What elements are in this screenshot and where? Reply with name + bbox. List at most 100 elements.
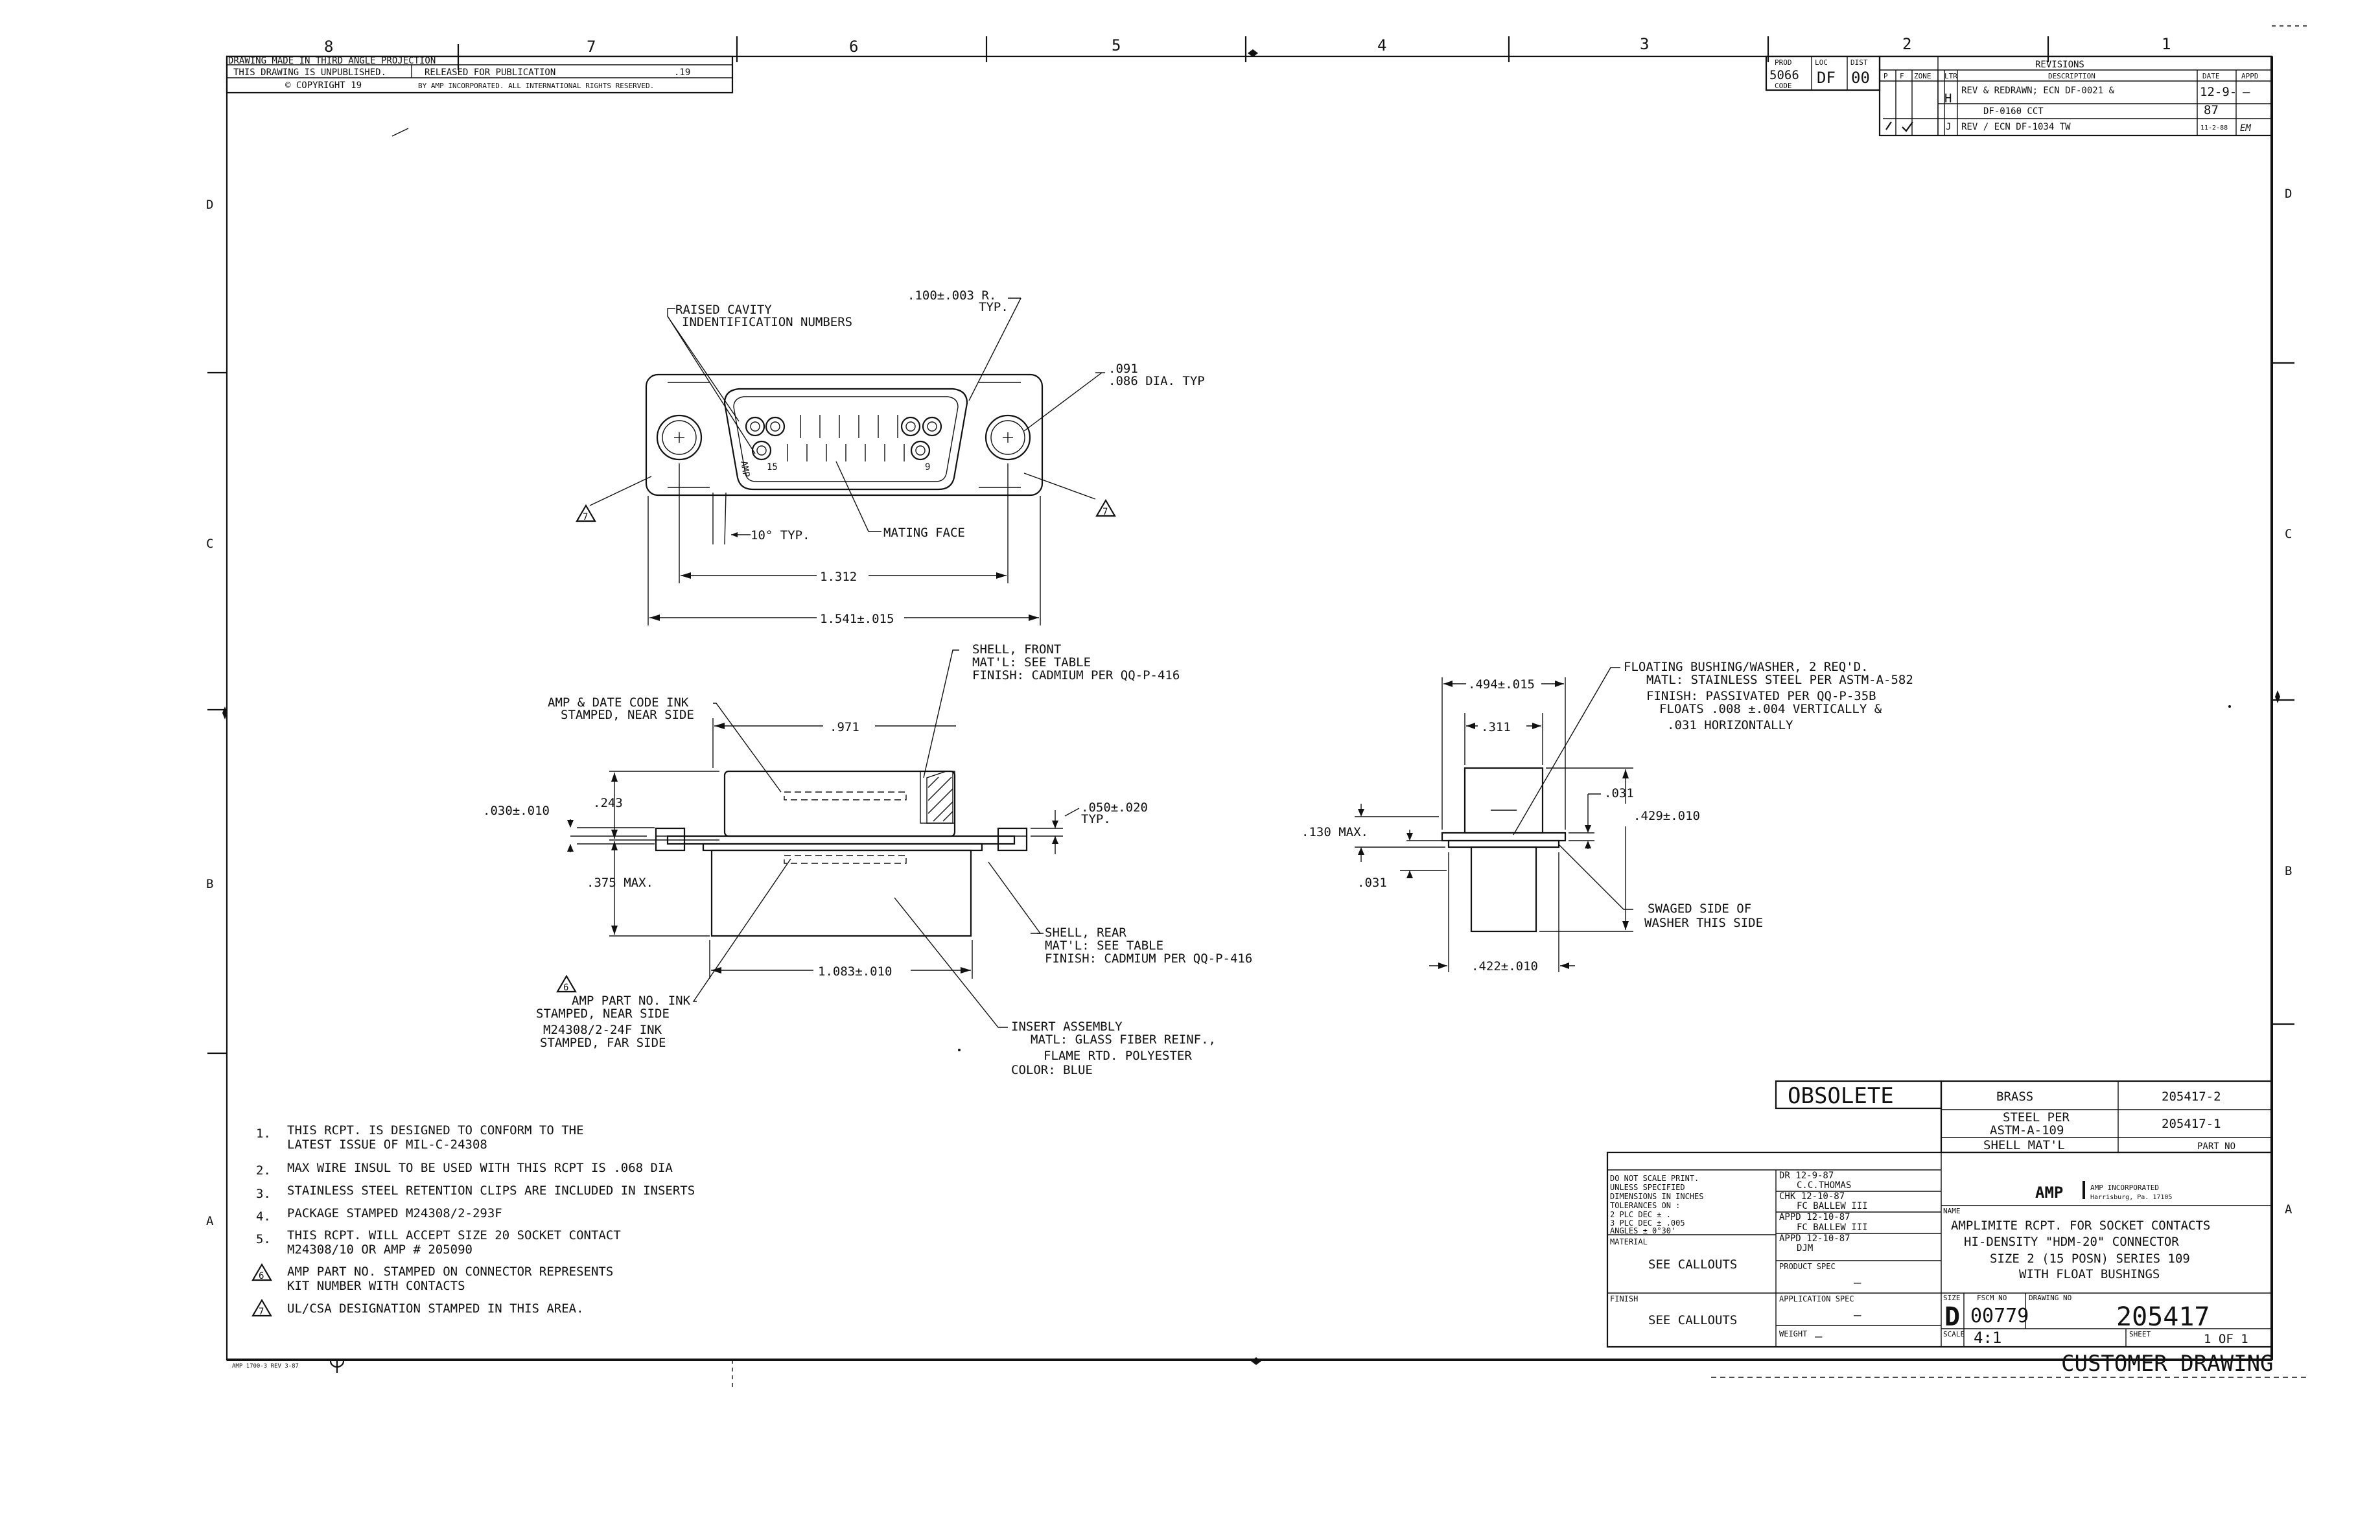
notes-list: 1. THIS RCPT. IS DESIGNED TO CONFORM TO … (251, 1123, 695, 1317)
finish-see-callouts: SEE CALLOUTS (1648, 1313, 1737, 1327)
rev-j-appd: EM (2240, 123, 2251, 134)
approved1-date: APPD 12-10-87 (1779, 1212, 1850, 1222)
dim-030: .030±.010 (483, 804, 550, 818)
insert-callout-2: MATL: GLASS FIBER REINF., (1031, 1032, 1216, 1047)
svg-text:SHEET: SHEET (2129, 1330, 2151, 1338)
dim-050: .050±.020 (1081, 800, 1148, 815)
svg-text:FSCM NO: FSCM NO (1977, 1294, 2007, 1302)
zone-row-d-right: D (2285, 187, 2292, 201)
form-number: AMP 1700-3 REV 3-87 (232, 1363, 299, 1370)
part-205417-1: 205417-1 (2162, 1117, 2221, 1131)
company-name: AMP INCORPORATED (2090, 1184, 2159, 1192)
note7-flag-right: 7 (1102, 507, 1108, 517)
zone-row-c-right: C (2285, 527, 2292, 541)
rev-h-desc: REV & REDRAWN; ECN DF-0021 & (1961, 86, 2115, 96)
projection-note: DRAWING MADE IN THIRD ANGLE PROJECTION (228, 56, 436, 66)
svg-text:REVISIONS: REVISIONS (2035, 60, 2084, 70)
dim-243: .243 (593, 796, 623, 810)
swaged-callout-2: WASHER THIS SIDE (1644, 916, 1763, 930)
bushing-callout-2: MATL: STAINLESS STEEL PER ASTM-A-582 (1646, 673, 1913, 687)
svg-text:CODE: CODE (1775, 82, 1792, 90)
part-205417-2: 205417-2 (2162, 1090, 2221, 1104)
title-line-2: HI-DENSITY "HDM-20" CONNECTOR (1964, 1235, 2179, 1249)
zone-row-b-left: B (206, 877, 213, 891)
material-brass: BRASS (1996, 1090, 2033, 1104)
svg-text:ZONE: ZONE (1914, 72, 1931, 80)
bushing-callout-5: .031 HORIZONTALLY (1667, 718, 1793, 732)
title-line-3: SIZE 2 (15 POSN) SERIES 109 (1990, 1252, 2190, 1266)
dim-050-typ: TYP. (1081, 812, 1111, 826)
shell-matl-header: SHELL MAT'L (1983, 1138, 2065, 1152)
note-6-line-2: KIT NUMBER WITH CONTACTS (287, 1279, 465, 1293)
insert-callout-3: FLAME RTD. POLYESTER (1044, 1049, 1192, 1063)
zone-col-8: 8 (324, 38, 333, 56)
note-2-num: 2. (256, 1163, 271, 1178)
dim-031-right: .031 (1604, 786, 1634, 800)
dim-031-left: .031 (1357, 876, 1387, 890)
cavity-callout-1: RAISED CAVITY (675, 303, 772, 317)
checked-by: FC BALLEW III (1797, 1201, 1868, 1211)
date-code-callout-1: AMP & DATE CODE INK (548, 695, 689, 710)
unpublished-note: THIS DRAWING IS UNPUBLISHED. (233, 67, 386, 78)
dim-311: .311 (1481, 720, 1511, 734)
zone-ticks (207, 36, 2294, 1365)
side-view: .243 .030±.010 .375 MAX. .050±.020 TYP. … (483, 642, 1252, 1077)
svg-text:DESCRIPTION: DESCRIPTION (2048, 72, 2095, 80)
svg-text:SCALE: SCALE (1943, 1330, 1965, 1338)
approved2-date: APPD 12-10-87 (1779, 1233, 1850, 1244)
rev-j-date: 11-2-88 (2200, 124, 2228, 132)
svg-text:—: — (1854, 1276, 1861, 1290)
company-city: Harrisburg, Pa. 17105 (2090, 1194, 2172, 1201)
svg-text:—: — (1854, 1308, 1861, 1322)
note-4-num: 4. (256, 1209, 271, 1224)
drawn-by: C.C.THOMAS (1797, 1180, 1851, 1191)
svg-text:DRAWING NO: DRAWING NO (2029, 1294, 2071, 1302)
svg-text:ANGLES ± 0°30': ANGLES ± 0°30' (1610, 1226, 1675, 1235)
radius-callout-typ: TYP. (979, 300, 1009, 314)
zone-col-3: 3 (1640, 35, 1649, 53)
sheet-count: 1 OF 1 (2204, 1332, 2248, 1346)
zone-row-a-right: A (2285, 1202, 2292, 1217)
fscm-number: 00779 (1970, 1305, 2029, 1327)
dim-429: .429±.010 (1633, 809, 1700, 823)
rev-h-ltr: H (1944, 91, 1952, 106)
shell-front-callout-3: FINISH: CADMIUM PER QQ-P-416 (972, 668, 1180, 682)
svg-text:—: — (1815, 1329, 1823, 1344)
note-6-num: 6 (259, 1271, 264, 1281)
bushing-callout-3: FINISH: PASSIVATED PER QQ-P-35B (1646, 689, 1876, 703)
note-3-num: 3. (256, 1187, 271, 1201)
drawing-size: D (1944, 1302, 1960, 1332)
title-block: DO NOT SCALE PRINT. UNLESS SPECIFIED DIM… (232, 1151, 2274, 1377)
svg-text:WEIGHT: WEIGHT (1779, 1329, 1807, 1338)
drawing-scale: 4:1 (1974, 1329, 2001, 1347)
header-block: DRAWING MADE IN THIRD ANGLE PROJECTION T… (226, 55, 734, 94)
svg-text:DIMENSIONS IN INCHES: DIMENSIONS IN INCHES (1610, 1192, 1704, 1201)
svg-text:TOLERANCES ON :: TOLERANCES ON : (1610, 1201, 1680, 1210)
angle-callout: 10° TYP. (751, 528, 810, 542)
zone-row-c-left: C (206, 537, 213, 551)
form-symbol (329, 1360, 345, 1373)
material-table: BRASS 205417-2 STEEL PER ASTM-A-109 2054… (1940, 1080, 2273, 1154)
rev-h-appd: — (2243, 85, 2250, 99)
swaged-callout-1: SWAGED SIDE OF (1648, 902, 1751, 916)
approved2-by: DJM (1797, 1243, 1813, 1254)
obsolete-stamp: OBSOLETE (1788, 1083, 1894, 1109)
rev-h-desc-2: DF-0160 CCT (1983, 106, 2044, 117)
shell-front-callout-1: SHELL, FRONT (972, 642, 1061, 657)
amp-cavity-mark: AMP (738, 460, 751, 478)
rev-j-desc: REV / ECN DF-1034 TW (1961, 122, 2071, 132)
zone-col-6: 6 (849, 38, 858, 56)
note-4-text: PACKAGE STAMPED M24308/2-293F (287, 1206, 502, 1220)
amp-logo: AMP (2035, 1184, 2063, 1202)
end-view: .494±.015 .311 .130 MAX. .031 .031 .429±… (1301, 660, 2231, 974)
title-line-4: WITH FLOAT BUSHINGS (2019, 1267, 2160, 1281)
material-steel-2: ASTM-A-109 (1990, 1123, 2064, 1138)
position-15: 15 (767, 462, 778, 472)
hole-dia-callout-1: .091 (1108, 362, 1138, 376)
dim-1541: 1.541±.015 (820, 612, 894, 626)
zone-row-d-left: D (206, 198, 213, 212)
note-7-num: 7 (259, 1307, 264, 1317)
note-2-text: MAX WIRE INSUL TO BE USED WITH THIS RCPT… (287, 1161, 673, 1175)
svg-text:SIZE: SIZE (1943, 1294, 1961, 1302)
